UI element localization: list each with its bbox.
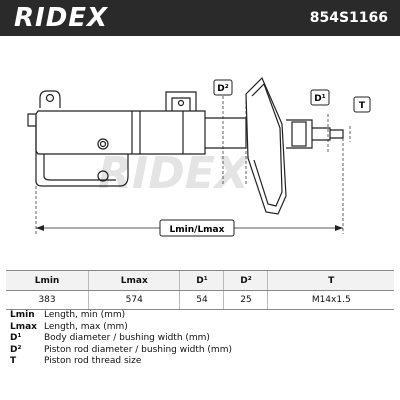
legend-key: T xyxy=(10,356,17,366)
dimension-arrows xyxy=(36,225,343,231)
label-length-text: Lmin/Lmax xyxy=(170,225,225,235)
legend-item: T Piston rod thread size xyxy=(10,356,390,368)
label-d1-text: D¹ xyxy=(314,94,325,104)
shock-absorber-diagram: RIDEX xyxy=(27,76,371,237)
value-lmax: 574 xyxy=(88,290,180,310)
legend: Lmin Length, min (mm) Lmax Length, max (… xyxy=(10,310,390,368)
legend-desc: Piston rod thread size xyxy=(44,356,142,366)
legend-item: D¹ Body diameter / bushing width (mm) xyxy=(10,333,390,345)
label-t-text: T xyxy=(359,101,366,111)
brand-logo: RIDEX xyxy=(14,3,109,33)
header-d2: D² xyxy=(223,270,268,291)
legend-key: Lmin xyxy=(10,310,35,320)
label-d2-text: D² xyxy=(217,84,228,94)
legend-desc: Piston rod diameter / bushing width (mm) xyxy=(44,344,232,355)
legend-key: D² xyxy=(10,344,22,355)
label-d1: D¹ xyxy=(310,89,330,106)
part-number: 854S1166 xyxy=(309,10,388,26)
watermark-logo: RIDEX xyxy=(98,148,251,199)
value-t: M14x1.5 xyxy=(267,290,394,310)
legend-item: Lmax Length, max (mm) xyxy=(10,322,390,334)
spec-header-row: Lmin Lmax D¹ D² T xyxy=(6,270,394,291)
spec-value-row: 383 574 54 25 M14x1.5 xyxy=(6,290,394,310)
legend-item: Lmin Length, min (mm) xyxy=(10,310,390,322)
legend-desc: Body diameter / bushing width (mm) xyxy=(44,333,210,343)
header-bar: RIDEX 854S1166 xyxy=(0,0,400,36)
legend-desc: Length, max (mm) xyxy=(44,321,128,332)
header-t: T xyxy=(267,270,394,291)
header-d1: D¹ xyxy=(179,270,224,291)
legend-key: Lmax xyxy=(10,321,37,332)
label-d2: D² xyxy=(213,79,233,96)
spec-table: Lmin Lmax D¹ D² T 383 574 54 25 M14x1.5 xyxy=(6,270,394,310)
header-lmax: Lmax xyxy=(88,270,180,291)
legend-item: D² Piston rod diameter / bushing width (… xyxy=(10,345,390,357)
value-d1: 54 xyxy=(179,290,224,310)
strut-body xyxy=(27,76,344,215)
value-d2: 25 xyxy=(223,290,268,310)
header-lmin: Lmin xyxy=(6,270,89,291)
legend-key: D¹ xyxy=(10,333,22,343)
label-length: Lmin/Lmax xyxy=(159,219,235,237)
legend-desc: Length, min (mm) xyxy=(44,310,126,320)
label-t: T xyxy=(353,96,371,113)
value-lmin: 383 xyxy=(6,290,89,310)
